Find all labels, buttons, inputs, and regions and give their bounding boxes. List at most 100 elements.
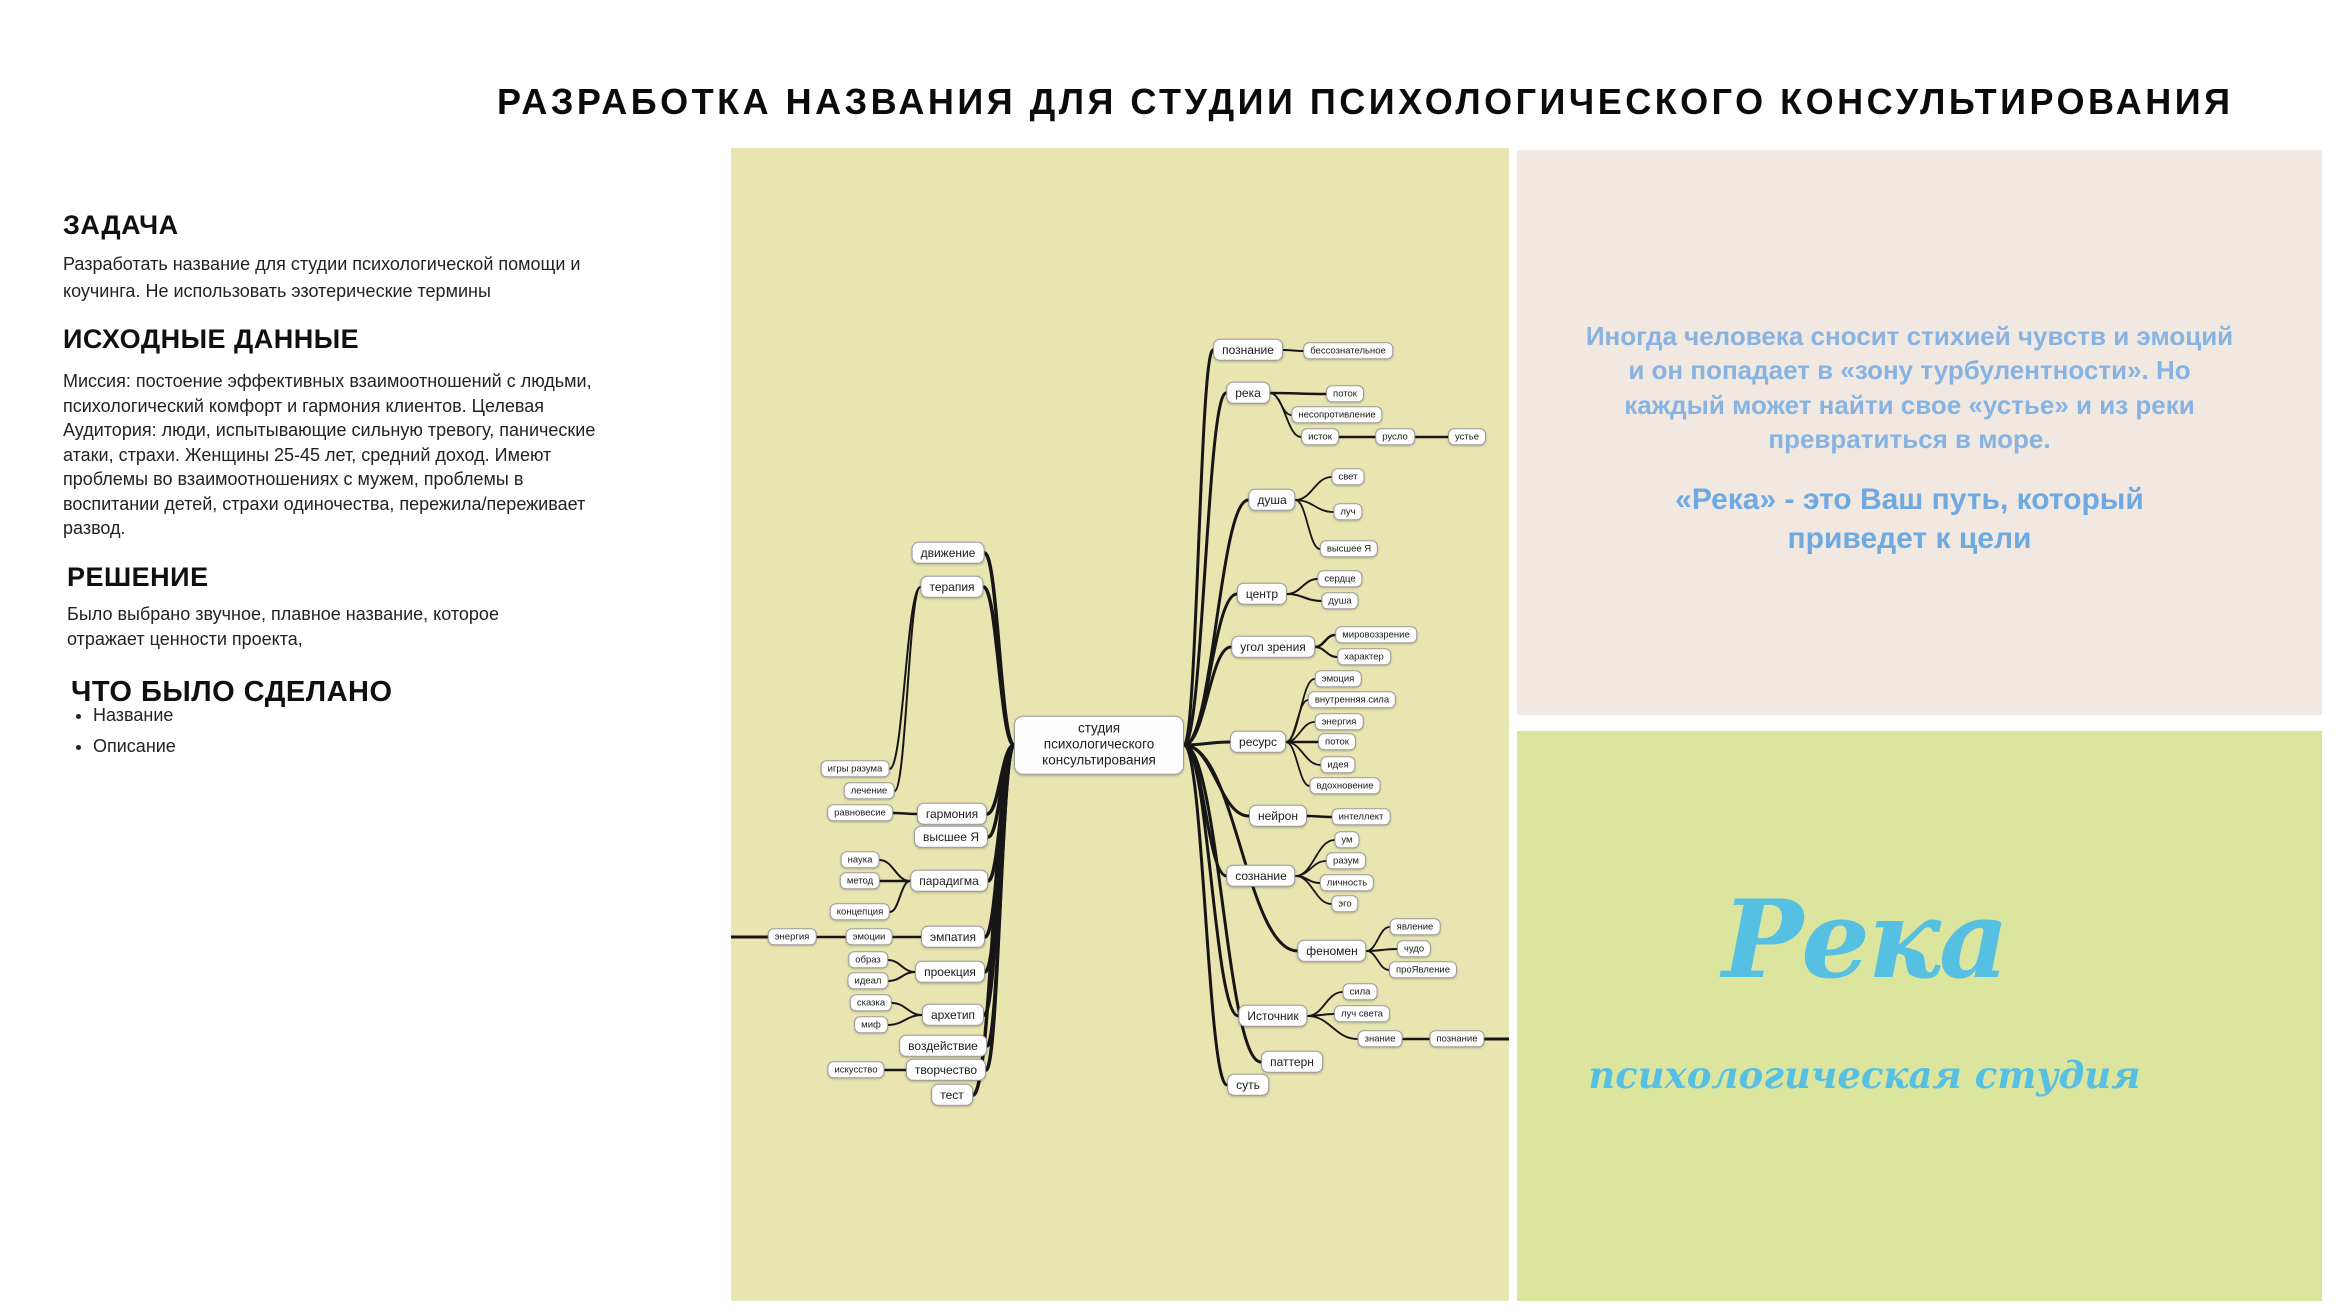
mindmap-edge [1365,950,1390,971]
mindmap-node-empatia: эмпатия [921,925,985,949]
mindmap-node-centr: центр [1236,582,1288,606]
mindmap-node-vozdeistvie: воздействие [899,1034,987,1058]
mindmap-edges-layer [731,348,1509,1097]
mindmap-node-reka: река [1226,381,1270,405]
mindmap-edge [1182,743,1229,1087]
mindmap-edge [1365,926,1391,952]
mindmap-edge [891,811,919,816]
mindmap-node-soznanie: сознание [1226,864,1296,888]
logo-panel: Река психологическая студия [1517,731,2322,1301]
mindmap-node-ugol: угол зрения [1231,635,1315,659]
mindmap-node-nesoprotivlenie: несопротивление [1291,406,1383,424]
mindmap-node-sut: суть [1227,1073,1269,1097]
section-heading-what-was-done: ЧТО БЫЛО СДЕЛАНО [71,676,393,709]
mindmap-node-test: тест [931,1083,973,1107]
mindmap-edge [1286,578,1319,595]
mindmap-node-ustie: устье [1448,428,1486,446]
mindmap-node-chudo: чудо [1396,940,1432,958]
mindmap-node-fenomen: феномен [1297,939,1367,963]
mindmap-node-svet: свет [1331,468,1365,486]
mindmap-node-ego: эго [1331,895,1359,913]
mindmap-edge [1182,391,1228,747]
mindmap-node-luch_sveta: луч света [1333,1005,1391,1023]
mindmap-node-sila: сила [1342,983,1378,1001]
mindmap-edge [878,859,911,882]
mindmap-node-dusha2: душа [1321,592,1359,610]
mindmap-edge [1182,348,1215,747]
mindmap-node-vysshee_l: высшее Я [914,825,988,849]
mindmap-edge [887,1014,923,1026]
mindmap-node-poznanie: познание [1213,338,1283,362]
mindmap-node-mirovozzrenie: мировоззрение [1335,626,1417,644]
mindmap-edge [1294,499,1335,513]
mindmap-node-um: ум [1334,831,1360,849]
mindmap-node-skazka: сказка [849,994,893,1012]
section-heading-solution: РЕШЕНИЕ [67,562,209,593]
mindmap-edge [1285,741,1311,787]
mindmap-edge [982,551,1016,747]
mindmap-edge [889,880,911,913]
mindmap-node-dvizhenie: движение [911,541,985,565]
mindmap-node-resurs: ресурс [1230,730,1286,754]
done-list-item: Название [93,704,176,727]
mindmap-node-nauka: наука [840,851,880,869]
mindmap-node-koncepcia: концепция [829,903,891,921]
mindmap-edge [1294,499,1321,550]
mindmap-edge [1182,645,1233,747]
mindmap-edge [984,743,1016,1072]
mindmap-edge [1182,743,1299,953]
mindmap-edge [1313,633,1337,649]
quote-panel: Иногда человека сносит стихией чувств и … [1517,150,2322,715]
mindmap-node-ravnovesie: равновесие [827,804,893,822]
mindmap-node-tvorchestvo: творчество [905,1058,987,1082]
mindmap-node-znanie: знание [1357,1030,1403,1048]
mindmap-node-obraz: образ [848,951,888,969]
mindmap-node-potok2: поток [1318,733,1356,751]
mindmap-node-poznanie2: познание [1429,1030,1485,1048]
mindmap-panel: студия психологического консультирования… [731,148,1509,1301]
quote-headline: «Река» - это Ваш путь, который приведет … [1675,483,2144,555]
mindmap-node-terapia: терапия [920,575,984,599]
mindmap-node-luch: луч [1333,503,1363,521]
mindmap-node-vnutr_sila: внутренняя сила [1307,691,1397,709]
mindmap-edge [1269,392,1302,438]
mindmap-edge [893,586,922,792]
mindmap-node-paradigma: парадигма [910,869,988,893]
mindmap-edge [891,1002,923,1016]
mindmap-node-arhetip: архетип [921,1003,985,1027]
mindmap-node-lichnost: личность [1319,874,1375,892]
mindmap-node-dusha: душа [1248,488,1296,512]
mindmap-edge [1294,875,1333,905]
mindmap-node-ideal: идеал [847,972,889,990]
mindmap-node-idea: идея [1320,756,1356,774]
mindmap-node-vysshee_r: высшее Я [1319,540,1379,558]
mindmap-node-pattern: паттерн [1261,1050,1323,1074]
mindmap-node-mif: миф [854,1016,888,1034]
mindmap-edge [1294,476,1333,501]
section-body-input-data: Миссия: постоение эффективных взаимоотно… [63,371,596,538]
mindmap-node-emocii: эмоции [845,928,893,946]
section-heading-task: ЗАДАЧА [63,210,179,241]
mindmap-edge [981,585,1016,747]
mindmap-node-razum: разум [1326,852,1366,870]
page-title: РАЗРАБОТКА НАЗВАНИЯ ДЛЯ СТУДИИ ПСИХОЛОГИ… [497,81,2234,123]
done-list-item: Описание [93,735,176,758]
mindmap-node-serdce: сердце [1317,570,1363,588]
section-body-solution: Было выбрано звучное, плавное название, … [67,604,499,649]
mindmap-edge [1314,646,1338,658]
quote-paragraph: Иногда человека сносит стихией чувств и … [1585,321,2234,454]
mindmap-node-energia_l: энергия [767,928,817,946]
section-body-task: Разработать название для студии психолог… [63,254,581,301]
mindmap-node-emocia: эмоция [1314,670,1362,688]
mindmap-node-istochnik: Источник [1238,1004,1308,1028]
mindmap-node-lechenie: лечение [843,782,895,800]
mindmap-node-igry: игры разума [820,760,890,778]
mindmap-node-proyavlenie: проЯвление [1388,961,1458,979]
mindmap-node-ruslo: русло [1375,428,1415,446]
mindmap-node-energia_r: энергия [1314,713,1364,731]
mindmap-node-garmonia: гармония [916,802,988,826]
mindmap-node-metod: метод [839,872,881,890]
mindmap-edge [1268,391,1328,396]
done-list: Название Описание [71,704,176,766]
brand-logo-subtitle: психологическая студия [1588,1053,2141,1097]
